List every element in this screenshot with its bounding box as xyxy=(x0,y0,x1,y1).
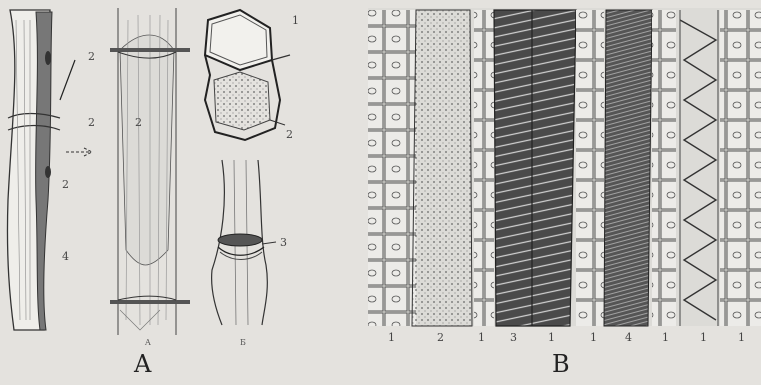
caption-a: A xyxy=(134,350,151,378)
cross-section-cells xyxy=(205,10,290,140)
panel-b-label: 1 xyxy=(738,331,745,344)
panel-b-label: 1 xyxy=(388,331,395,344)
fiber-joint xyxy=(212,160,276,325)
panel-b-label: 4 xyxy=(625,331,632,344)
panel-b-label: 1 xyxy=(478,331,485,344)
panel-b-label: 1 xyxy=(548,331,555,344)
tissue-panel xyxy=(368,8,761,326)
sublabel-b: Б xyxy=(240,338,246,347)
fiber-middle xyxy=(110,8,190,335)
sublabel-a: A xyxy=(145,338,151,347)
label-2-top: 2 xyxy=(88,50,95,63)
panel-b-label: 1 xyxy=(662,331,669,344)
panel-b-label: 1 xyxy=(590,331,597,344)
panel-b-label: 1 xyxy=(700,331,707,344)
fiber-left xyxy=(7,10,92,330)
panel-b-label: 2 xyxy=(437,331,444,344)
label-2-low: 2 xyxy=(62,178,69,191)
label-2-section: 2 xyxy=(286,128,293,141)
label-1: 1 xyxy=(292,14,299,27)
caption-b: B xyxy=(552,350,570,378)
label-3: 3 xyxy=(280,236,287,249)
label-2-mid: 2 xyxy=(88,116,95,129)
panel-b-label: 3 xyxy=(510,331,517,344)
label-4: 4 xyxy=(62,250,69,263)
label-2-middle-fiber: 2 xyxy=(135,116,142,129)
